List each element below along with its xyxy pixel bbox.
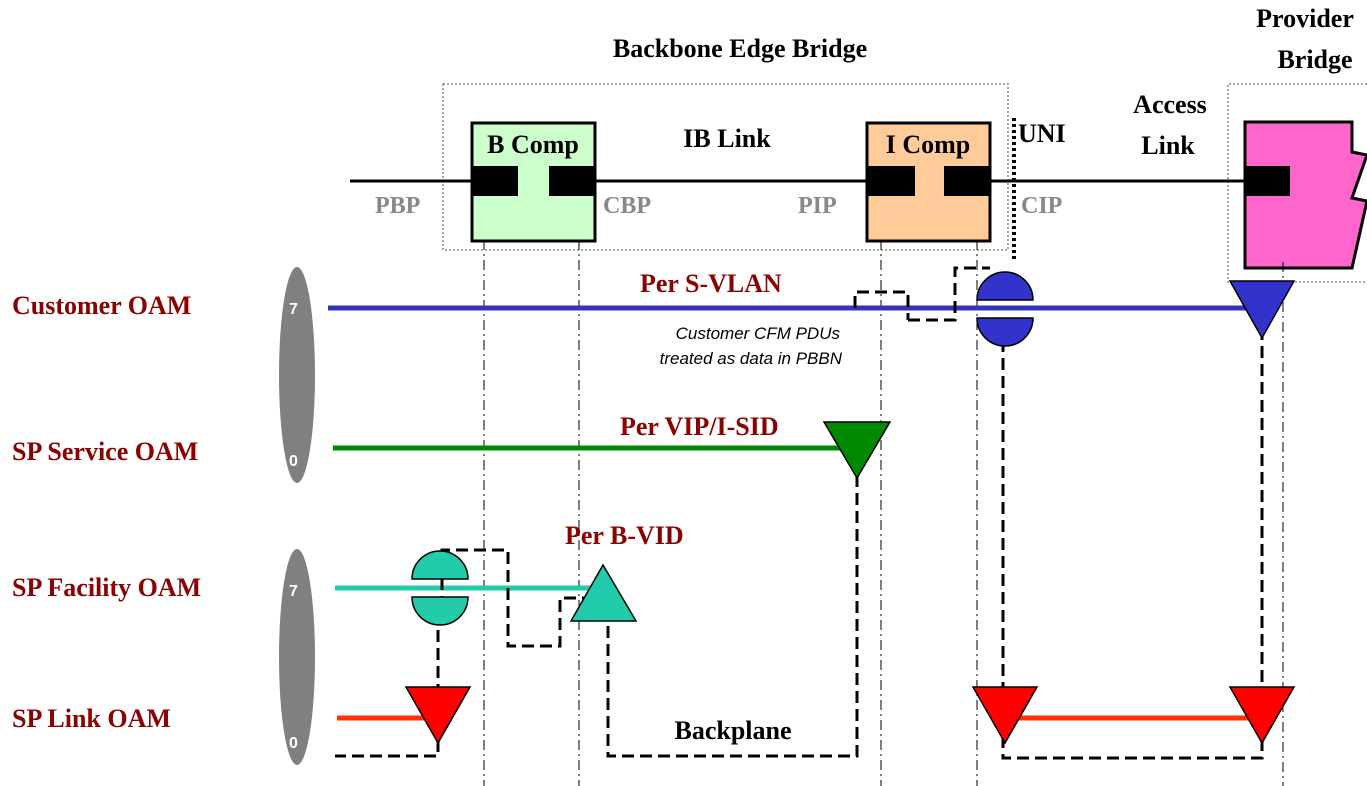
cbp-port-block — [549, 166, 595, 196]
customer-mip-upper-icon — [976, 271, 1034, 301]
access-link-label-1: Access — [1133, 90, 1207, 119]
provider-bridge-label-2: Bridge — [1277, 45, 1352, 74]
level-scale-top — [279, 267, 315, 483]
customer-oam-label: Customer OAM — [12, 291, 191, 320]
sp-link-oam-label: SP Link OAM — [12, 704, 171, 733]
pip-port-block — [867, 166, 915, 196]
facility-mip-lower-icon — [411, 596, 469, 626]
provider-bridge-shape — [1243, 120, 1367, 270]
note-line-1: Customer CFM PDUs — [676, 324, 841, 343]
provider-bridge-label-1: Provider — [1256, 4, 1354, 33]
access-link-label-2: Link — [1141, 131, 1195, 160]
link-mep-triangle-mid-icon — [971, 686, 1039, 745]
pbp-port-block — [472, 166, 518, 196]
pbp-label: PBP — [375, 193, 420, 219]
customer-mip-lower-icon — [976, 317, 1034, 347]
per-vip-isid-label: Per VIP/I-SID — [620, 412, 779, 441]
service-mep-triangle-icon — [822, 421, 892, 480]
link-mep-triangle-right-icon — [1228, 686, 1296, 745]
b-comp-label: B Comp — [487, 130, 579, 159]
per-s-vlan-label: Per S-VLAN — [640, 269, 782, 298]
note-line-2: treated as data in PBBN — [660, 349, 843, 368]
cbp-label: CBP — [603, 193, 651, 219]
uni-label: UNI — [1018, 119, 1066, 148]
per-b-vid-label: Per B-VID — [565, 521, 684, 550]
sp-facility-oam-label: SP Facility OAM — [12, 573, 201, 602]
scale-top-low: 0 — [289, 453, 298, 470]
scale-top-high: 7 — [289, 301, 298, 318]
link-mep-triangle-left-icon — [404, 686, 472, 745]
pip-label: PIP — [798, 193, 837, 219]
facility-mip-upper-icon — [411, 550, 469, 580]
cip-label: CIP — [1021, 193, 1062, 219]
i-comp-label: I Comp — [886, 130, 971, 159]
backplane-label: Backplane — [674, 716, 791, 745]
sp-service-oam-label: SP Service OAM — [12, 437, 198, 466]
diagram-title: Backbone Edge Bridge — [613, 34, 867, 63]
cip-port-block — [944, 166, 990, 196]
provider-bridge-box — [1227, 83, 1367, 283]
backbone-edge-bridge-box — [442, 83, 1009, 251]
customer-mep-triangle-icon — [1228, 280, 1296, 340]
scale-bottom-low: 0 — [289, 735, 298, 752]
facility-mep-triangle-icon — [569, 563, 638, 622]
level-scale-bottom — [279, 549, 315, 765]
drop-lines — [483, 240, 1284, 786]
scale-bottom-high: 7 — [289, 583, 298, 600]
provider-port-block — [1245, 166, 1290, 196]
ib-link-label: IB Link — [683, 124, 771, 153]
